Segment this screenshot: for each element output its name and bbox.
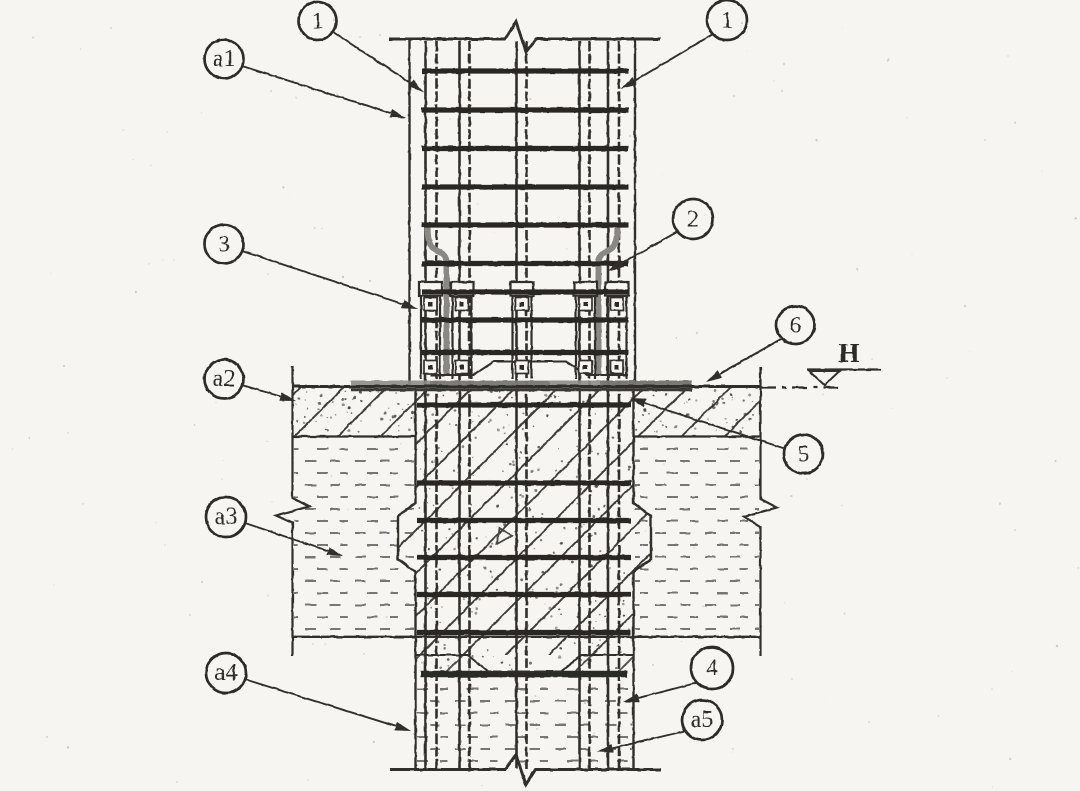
svg-text:a4: a4 <box>215 660 238 686</box>
svg-text:6: 6 <box>790 313 802 338</box>
svg-text:1: 1 <box>721 8 733 33</box>
svg-text:1: 1 <box>312 9 324 34</box>
svg-text:a5: a5 <box>691 707 714 733</box>
svg-text:a1: a1 <box>213 46 236 72</box>
svg-text:2: 2 <box>687 207 699 232</box>
svg-text:4: 4 <box>706 656 718 681</box>
svg-text:5: 5 <box>798 442 810 467</box>
svg-text:a2: a2 <box>213 366 236 392</box>
svg-text:3: 3 <box>218 232 230 257</box>
svg-text:a3: a3 <box>215 504 238 530</box>
svg-text:H: H <box>838 338 859 368</box>
